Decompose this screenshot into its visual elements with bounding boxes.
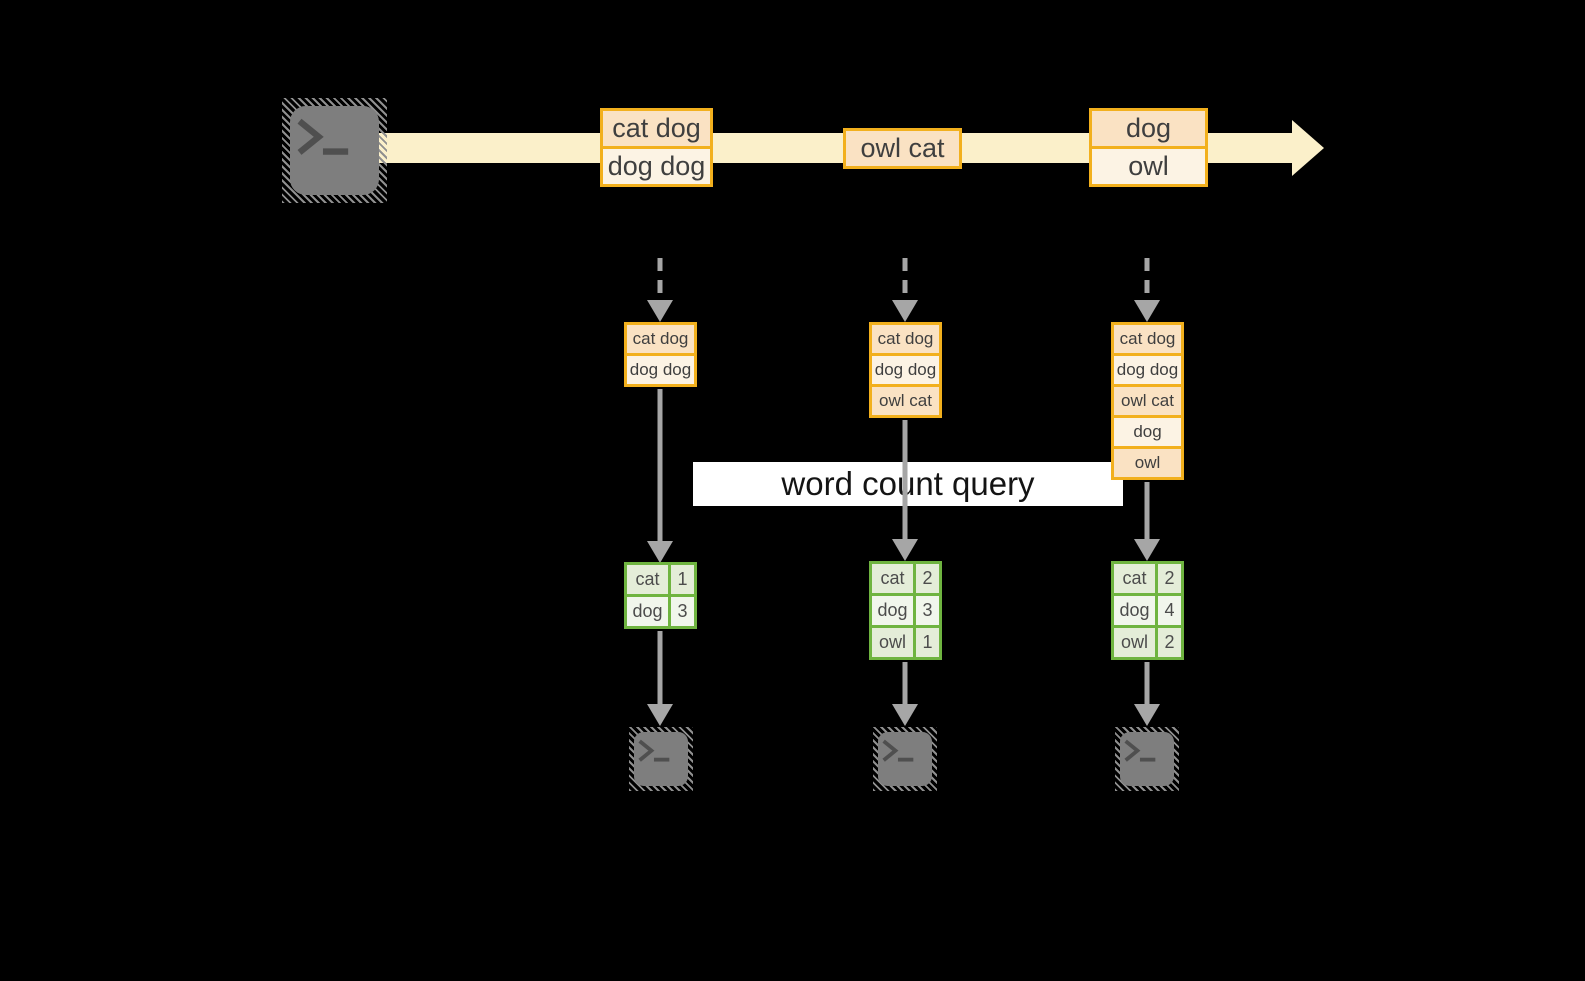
arrow-down-icon [647, 389, 673, 563]
count-word: dog [1114, 596, 1155, 625]
count-value: 3 [916, 596, 939, 625]
buffer-row: owl [1114, 449, 1181, 477]
count-row: cat 2 [1114, 564, 1181, 593]
count-value: 2 [1158, 628, 1181, 657]
buffer-stack-2: cat dog dog dog owl cat [869, 322, 942, 418]
arrow-down-icon [1134, 482, 1160, 561]
arrow-down-icon [647, 631, 673, 726]
count-value: 1 [916, 628, 939, 657]
count-table-1: cat 1 dog 3 [624, 562, 697, 629]
terminal-prompt-icon [882, 739, 914, 762]
buffer-row: cat dog [1114, 325, 1181, 353]
buffer-stack-1: cat dog dog dog [624, 322, 697, 387]
count-value: 4 [1158, 596, 1181, 625]
buffer-row: cat dog [627, 325, 694, 353]
stream-message: dog dog [603, 149, 710, 184]
stream-message: owl cat [846, 131, 959, 166]
count-word: owl [872, 628, 913, 657]
sink-terminal-1 [629, 727, 693, 791]
arrow-down-icon [892, 258, 918, 322]
count-word: cat [627, 565, 668, 594]
buffer-row: dog dog [872, 356, 939, 384]
buffer-stack-3: cat dog dog dog owl cat dog owl [1111, 322, 1184, 480]
arrow-down-icon [1134, 662, 1160, 726]
count-value: 2 [916, 564, 939, 593]
count-word: cat [872, 564, 913, 593]
count-row: owl 2 [1114, 628, 1181, 657]
count-row: dog 3 [872, 596, 939, 625]
count-value: 2 [1158, 564, 1181, 593]
arrow-down-icon [892, 420, 918, 561]
terminal-prompt-icon [297, 118, 349, 155]
arrow-down-icon [647, 258, 673, 322]
count-value: 1 [671, 565, 694, 594]
count-table-3: cat 2 dog 4 owl 2 [1111, 561, 1184, 660]
count-word: cat [1114, 564, 1155, 593]
stream-arrowhead-icon [1292, 120, 1324, 176]
sink-terminal-3 [1115, 727, 1179, 791]
count-row: dog 3 [627, 597, 694, 626]
buffer-row: owl cat [872, 387, 939, 415]
sink-terminal-2 [873, 727, 937, 791]
count-row: owl 1 [872, 628, 939, 657]
query-banner: word count query [693, 462, 1123, 506]
count-word: dog [872, 596, 913, 625]
stream-message-group-2: owl cat [843, 128, 962, 169]
count-word: owl [1114, 628, 1155, 657]
arrow-down-icon [892, 662, 918, 726]
stream-message-group-1: cat dog dog dog [600, 108, 713, 187]
stream-message: owl [1092, 149, 1205, 184]
stream-message: cat dog [603, 111, 710, 146]
arrow-down-icon [1134, 258, 1160, 322]
stream-message: dog [1092, 111, 1205, 146]
terminal-prompt-icon [1124, 739, 1156, 762]
buffer-row: dog dog [1114, 356, 1181, 384]
stream-message-group-3: dog owl [1089, 108, 1208, 187]
terminal-prompt-icon [638, 739, 670, 762]
buffer-row: cat dog [872, 325, 939, 353]
count-row: dog 4 [1114, 596, 1181, 625]
count-value: 3 [671, 597, 694, 626]
buffer-row: dog dog [627, 356, 694, 384]
buffer-row: owl cat [1114, 387, 1181, 415]
count-row: cat 2 [872, 564, 939, 593]
count-row: cat 1 [627, 565, 694, 594]
buffer-row: dog [1114, 418, 1181, 446]
count-table-2: cat 2 dog 3 owl 1 [869, 561, 942, 660]
count-word: dog [627, 597, 668, 626]
source-terminal [282, 98, 387, 203]
